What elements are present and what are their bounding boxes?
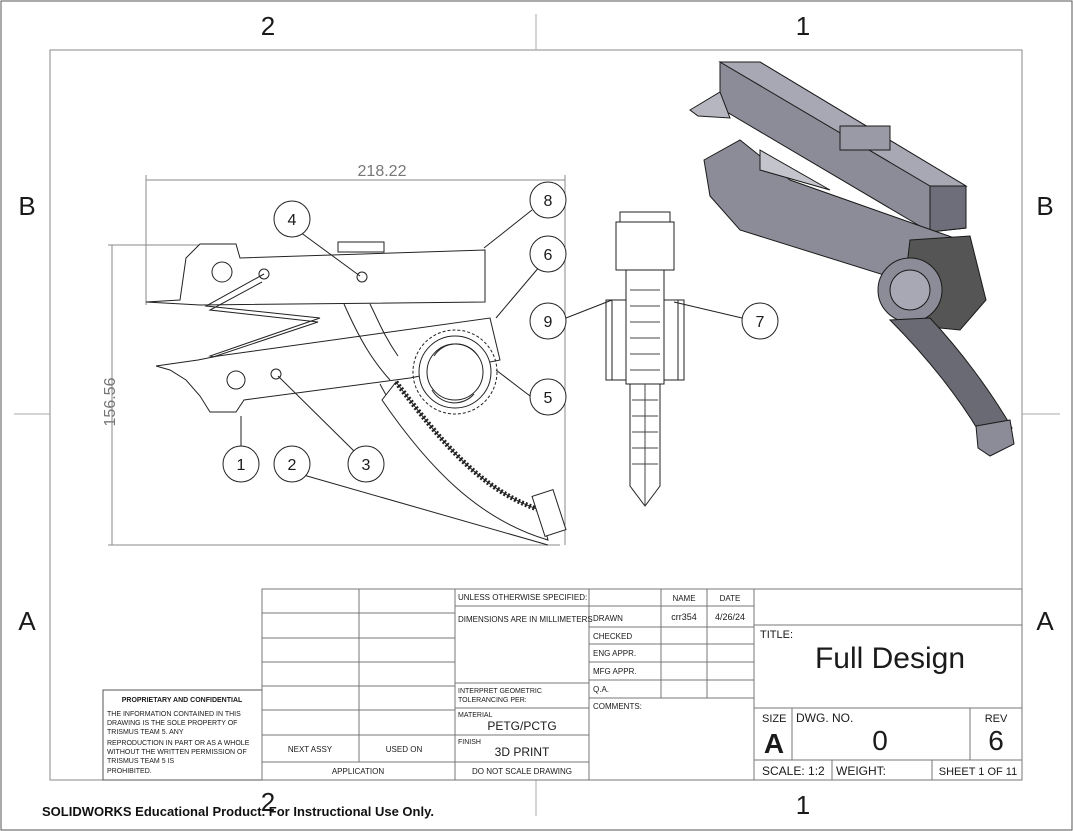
zone-label-right-a: A — [1036, 606, 1054, 636]
interpret-tolerancing-label-1: INTERPRET GEOMETRIC — [458, 688, 542, 695]
sheet-label: SHEET 1 OF 11 — [939, 766, 1017, 778]
balloon-9: 9 — [529, 302, 567, 340]
proprietary-line: PROHIBITED. — [107, 768, 152, 775]
svg-text:1: 1 — [237, 457, 246, 474]
drawn-date: 4/26/24 — [715, 612, 745, 622]
finish-value: 3D PRINT — [495, 745, 550, 759]
svg-text:9: 9 — [544, 314, 553, 331]
application-label: APPLICATION — [332, 767, 385, 776]
zone-label-top-1: 1 — [796, 11, 810, 41]
educational-watermark: SOLIDWORKS Educational Product. For Inst… — [42, 804, 434, 819]
drawing-title: Full Design — [815, 642, 965, 675]
flex-rack — [381, 381, 549, 541]
zone-label-left-b: B — [18, 191, 35, 221]
balloon-8: 8 — [529, 181, 567, 219]
proprietary-line: REPRODUCTION IN PART OR AS A WHOLE — [107, 740, 250, 747]
size-label: SIZE — [762, 713, 786, 725]
balloon-2: 2 — [273, 445, 311, 483]
material-value: PETG/PCTG — [487, 719, 556, 733]
proprietary-title: PROPRIETARY AND CONFIDENTIAL — [122, 697, 243, 704]
material-label: MATERIAL — [458, 712, 493, 719]
qa-label: Q.A. — [593, 685, 609, 694]
interpret-tolerancing-label-2: TOLERANCING PER: — [458, 697, 527, 704]
checked-label: CHECKED — [593, 632, 632, 641]
gear-front — [418, 335, 492, 409]
used-on-label: USED ON — [386, 745, 423, 754]
finish-label: FINISH — [458, 739, 481, 746]
dimensions-unit-label: DIMENSIONS ARE IN MILLIMETERS — [458, 615, 593, 624]
date-header: DATE — [720, 594, 741, 603]
width-dimension: 218.22 — [358, 163, 407, 180]
balloon-leaders — [240, 209, 743, 546]
balloon-5: 5 — [529, 378, 567, 416]
zone-label-top-2: 2 — [261, 11, 275, 41]
balloon-4: 4 — [273, 200, 311, 238]
zone-label-left-a: A — [18, 606, 36, 636]
name-header: NAME — [672, 594, 695, 603]
svg-text:3: 3 — [362, 457, 371, 474]
isometric-view — [689, 61, 1015, 457]
comments-label: COMMENTS: — [593, 702, 642, 711]
lower-jaw-arm — [155, 317, 501, 413]
zone-ticks — [14, 14, 1060, 816]
rev-value: 6 — [988, 725, 1004, 756]
drawn-name: crr354 — [671, 612, 697, 622]
dimension-lines — [108, 175, 566, 546]
front-view — [108, 175, 567, 546]
unless-specified-label: UNLESS OTHERWISE SPECIFIED: — [458, 593, 587, 602]
title-label: TITLE: — [760, 629, 793, 641]
proprietary-box: PROPRIETARY AND CONFIDENTIAL THE INFORMA… — [102, 689, 263, 781]
svg-text:4: 4 — [288, 212, 297, 229]
dwg-no-label: DWG. NO. — [796, 711, 853, 725]
next-assy-label: NEXT ASSY — [288, 745, 333, 754]
svg-text:5: 5 — [544, 390, 553, 407]
eng-appr-label: ENG APPR. — [593, 649, 636, 658]
zone-label-bottom-2: 2 — [261, 787, 275, 817]
iso-flex-rack — [888, 317, 1013, 431]
dwg-no-value: 0 — [872, 725, 888, 756]
proprietary-line: DRAWING IS THE SOLE PROPERTY OF — [107, 720, 237, 727]
balloon-1: 1 — [222, 445, 260, 483]
no-scale-label: DO NOT SCALE DRAWING — [472, 767, 572, 776]
weight-label: WEIGHT: — [836, 764, 886, 778]
proprietary-line: TRISMUS TEAM 5. ANY — [107, 729, 184, 736]
zone-label-right-b: B — [1036, 191, 1053, 221]
balloon-6: 6 — [529, 235, 567, 273]
zone-label-bottom-1: 1 — [796, 790, 810, 820]
drawn-label: DRAWN — [593, 614, 623, 623]
balloon-7: 7 — [741, 302, 779, 340]
rev-label: REV — [985, 713, 1008, 725]
title-block — [261, 588, 1023, 781]
proprietary-line: TRISMUS TEAM 5 IS — [107, 758, 174, 765]
upper-jaw-arm — [145, 243, 486, 306]
proprietary-line: WITHOUT THE WRITTEN PERMISSION OF — [107, 749, 247, 756]
svg-text:7: 7 — [756, 314, 765, 331]
svg-text:8: 8 — [544, 193, 553, 210]
size-value: A — [764, 728, 784, 759]
svg-text:6: 6 — [544, 247, 553, 264]
height-dimension: 156.56 — [102, 377, 119, 426]
proprietary-line: THE INFORMATION CONTAINED IN THIS — [107, 711, 241, 718]
svg-text:2: 2 — [288, 457, 297, 474]
mfg-appr-label: MFG APPR. — [593, 667, 637, 676]
scale-label: SCALE: 1:2 — [762, 764, 825, 778]
side-view — [605, 211, 685, 507]
balloon-3: 3 — [347, 445, 385, 483]
